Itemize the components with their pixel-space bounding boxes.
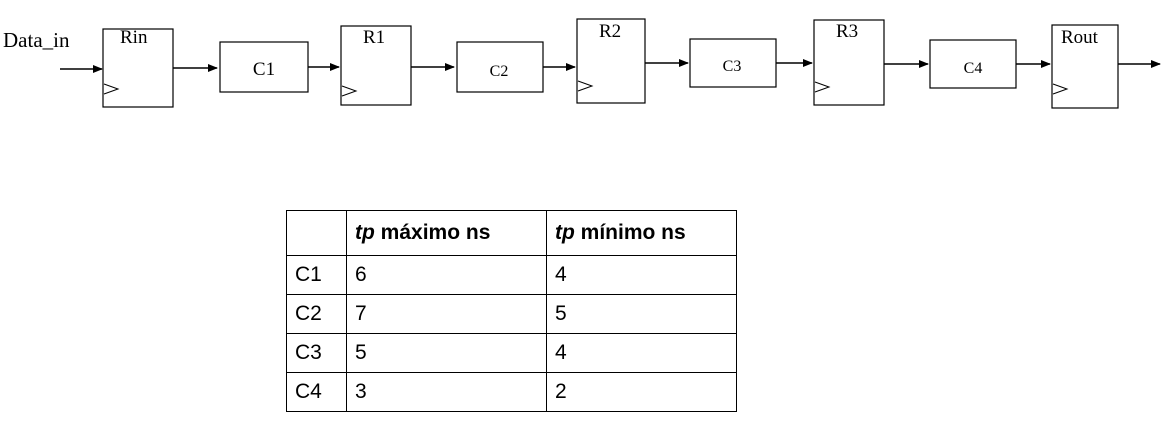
propagation-delay-table: tp máximo ns tp mínimo ns C1 6 4 C2 7 5 …: [286, 210, 737, 412]
row-label-cell: C3: [286, 333, 347, 373]
tp-min-cell: 5: [546, 294, 737, 334]
register-label-rout: Rout: [1061, 27, 1099, 48]
register-r3: R3: [813, 19, 885, 106]
circuit-label-c4: C4: [964, 60, 983, 77]
tp-min-cell: 4: [546, 333, 737, 373]
header-tp-min-prefix: tp: [555, 221, 575, 244]
register-label-r3: R3: [836, 21, 858, 42]
register-rout: Rout: [1051, 24, 1119, 109]
table-row: C4 3 2: [286, 372, 737, 412]
tp-max-cell: 6: [346, 255, 547, 295]
table-row: C3 5 4: [286, 333, 737, 373]
tp-min-cell: 2: [546, 372, 737, 412]
header-tp-max-prefix: tp: [355, 221, 375, 244]
register-label-r1: R1: [363, 27, 385, 48]
tp-max-cell: 7: [346, 294, 547, 334]
table-row: C1 6 4: [286, 255, 737, 295]
register-r2: R2: [576, 18, 646, 104]
circuit-label-c1: C1: [253, 59, 275, 80]
tp-min-cell: 4: [546, 255, 737, 295]
circuit-label-c2: C2: [490, 63, 509, 80]
row-label-cell: C1: [286, 255, 347, 295]
clock-triangle-icon: [577, 80, 594, 92]
register-r1: R1: [340, 25, 412, 106]
register-rin: Rin: [102, 27, 174, 108]
data-in-label: Data_in: [3, 28, 70, 52]
header-tp-max: tp máximo ns: [346, 210, 547, 256]
tp-max-cell: 3: [346, 372, 547, 412]
circuit-c1: C1: [219, 41, 309, 93]
clock-triangle-icon: [103, 83, 120, 95]
register-label-r2: R2: [599, 21, 621, 42]
circuit-c4: C4: [929, 39, 1017, 89]
clock-triangle-icon: [341, 85, 358, 97]
clock-triangle-icon: [1052, 83, 1069, 95]
header-corner-cell: [286, 210, 347, 256]
header-tp-min-suffix: mínimo ns: [574, 221, 686, 244]
table-header-row: tp máximo ns tp mínimo ns: [286, 210, 737, 256]
row-label-cell: C2: [286, 294, 347, 334]
header-tp-min: tp mínimo ns: [546, 210, 737, 256]
clock-triangle-icon: [814, 81, 831, 93]
register-label-rin: Rin: [120, 27, 148, 48]
row-label-cell: C4: [286, 372, 347, 412]
circuit-label-c3: C3: [723, 58, 742, 75]
circuit-c3: C3: [689, 38, 777, 88]
table-row: C2 7 5: [286, 294, 737, 334]
circuit-c2: C2: [456, 41, 544, 93]
pipeline-diagram: Data_in Rin C1 R1 C2 R2 C3 R3: [3, 18, 1161, 109]
header-tp-max-suffix: máximo ns: [374, 221, 491, 244]
tp-max-cell: 5: [346, 333, 547, 373]
